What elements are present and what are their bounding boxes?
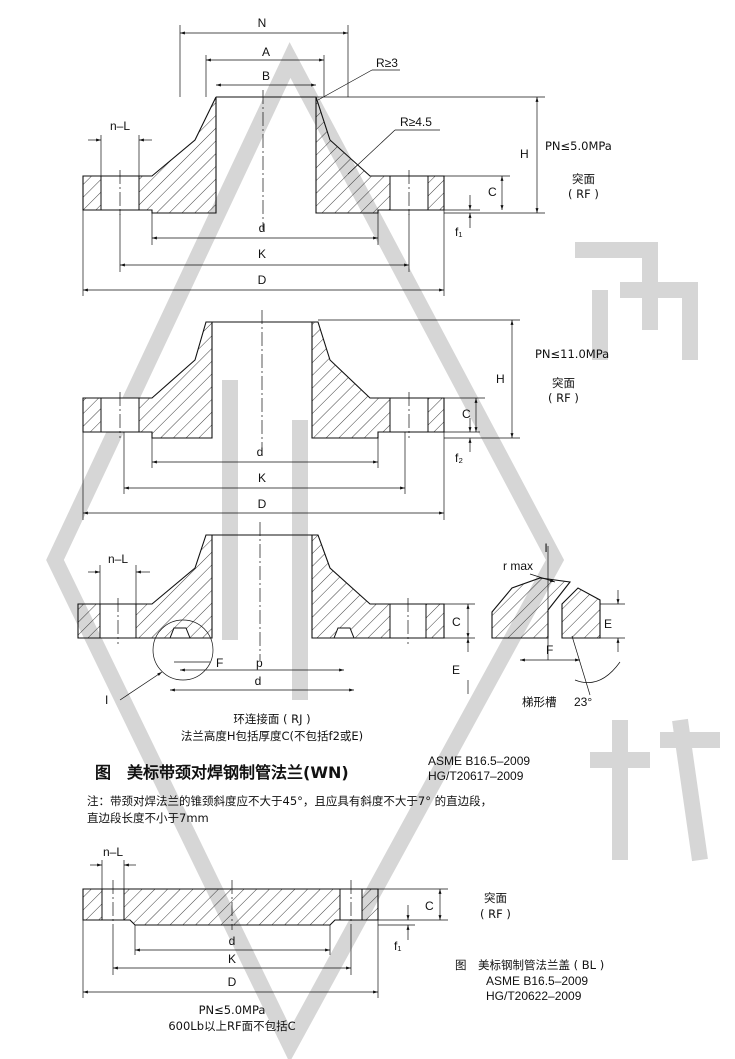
view2-dim-f2: f₂	[455, 451, 463, 465]
view3-dim-p: p	[256, 656, 263, 670]
view3-dim-F: F	[216, 656, 223, 670]
detail-F: F	[546, 643, 553, 657]
view4-blind-flange: n–L C f₁ d K D 突面 ( RF ) PN≤5.0MPa 600Lb…	[82, 845, 511, 1033]
view1-face: 突面	[572, 172, 595, 186]
view4-face: 突面	[484, 891, 507, 905]
view2-dim-D: D	[258, 497, 267, 511]
view4-dim-D: D	[228, 975, 237, 989]
view3-dim-d: d	[255, 674, 262, 688]
view4-dim-f1: f₁	[394, 939, 401, 953]
view4-face-code: ( RF )	[480, 907, 511, 921]
bl-title: 图 美标钢制管法兰盖 ( BL )	[455, 958, 604, 972]
dim-R3: R≥3	[376, 56, 398, 70]
view2-weld-neck-rf: H C f₂ d K D PN≤11.0MPa 突面 ( RF )	[82, 310, 609, 520]
view1-weld-neck-rf: N A B R≥3 R≥4.5 n–L H C f₁ d K	[82, 16, 612, 296]
view3-weld-neck-rj: n–L C E F p d I 环连接面 ( RJ ) 法兰高度H包括厚度C(不…	[77, 522, 475, 743]
dim-D: D	[258, 273, 267, 287]
detail-caption: 梯形槽	[522, 695, 557, 709]
view2-dim-H: H	[496, 372, 505, 386]
watermark	[46, 42, 720, 1059]
view3-caption2: 法兰高度H包括厚度C(不包括f2或E)	[181, 729, 363, 743]
bl-standard-1: ASME B16.5–2009	[486, 974, 588, 988]
view2-dim-d: d	[257, 445, 264, 459]
view2-face-code: ( RF )	[548, 391, 579, 405]
view1-face-code: ( RF )	[568, 187, 599, 201]
detail-rmax: r max	[503, 559, 533, 573]
wn-standard-2: HG/T20617–2009	[428, 769, 524, 783]
title-block-wn: 图 美标带颈对焊钢制管法兰(WN) ASME B16.5–2009 HG/T20…	[87, 754, 530, 825]
view4-dim-K: K	[228, 952, 236, 966]
view2-face: 突面	[552, 376, 575, 390]
wn-note-line2: 直边段长度不小于7mm	[87, 811, 209, 825]
dim-N: N	[258, 16, 267, 30]
wn-standard-1: ASME B16.5–2009	[428, 754, 530, 768]
detail-I-trapezoid-groove: I r max E F 23° 梯形槽	[491, 541, 625, 709]
dim-d: d	[259, 221, 266, 235]
dim-B: B	[262, 69, 270, 83]
view2-dim-C: C	[462, 407, 471, 421]
view4-caption1: PN≤5.0MPa	[199, 1003, 266, 1017]
wn-title: 图 美标带颈对焊钢制管法兰(WN)	[95, 763, 349, 782]
dim-R45: R≥4.5	[400, 115, 432, 129]
view4-dim-d: d	[229, 934, 236, 948]
view3-dim-C: C	[452, 615, 461, 629]
view3-caption1: 环连接面 ( RJ )	[233, 712, 310, 726]
view4-dim-C: C	[425, 899, 434, 913]
view3-dim-nL: n–L	[108, 552, 128, 566]
view2-pressure: PN≤11.0MPa	[535, 347, 609, 361]
dim-nL: n–L	[110, 119, 130, 133]
detail-E: E	[604, 617, 612, 631]
dim-A: A	[262, 45, 270, 59]
view4-caption2: 600Lb以上RF面不包括C	[168, 1019, 295, 1033]
dim-C: C	[488, 185, 497, 199]
title-block-bl: 图 美标钢制管法兰盖 ( BL ) ASME B16.5–2009 HG/T20…	[455, 958, 604, 1003]
view4-dim-nL: n–L	[103, 845, 123, 859]
view2-dim-K: K	[258, 471, 266, 485]
view3-dim-E: E	[452, 663, 460, 677]
bl-standard-2: HG/T20622–2009	[486, 989, 582, 1003]
detail-I-label: I	[544, 541, 547, 555]
view3-detail-I: I	[105, 693, 108, 707]
dim-K: K	[258, 247, 266, 261]
view1-pressure: PN≤5.0MPa	[545, 139, 612, 153]
detail-angle: 23°	[574, 695, 592, 709]
dim-f1: f₁	[455, 225, 462, 239]
dim-H: H	[520, 147, 529, 161]
wn-note-line1: 注：带颈对焊法兰的锥颈斜度应不大于45°，且应具有斜度不大于7° 的直边段，	[87, 794, 492, 808]
